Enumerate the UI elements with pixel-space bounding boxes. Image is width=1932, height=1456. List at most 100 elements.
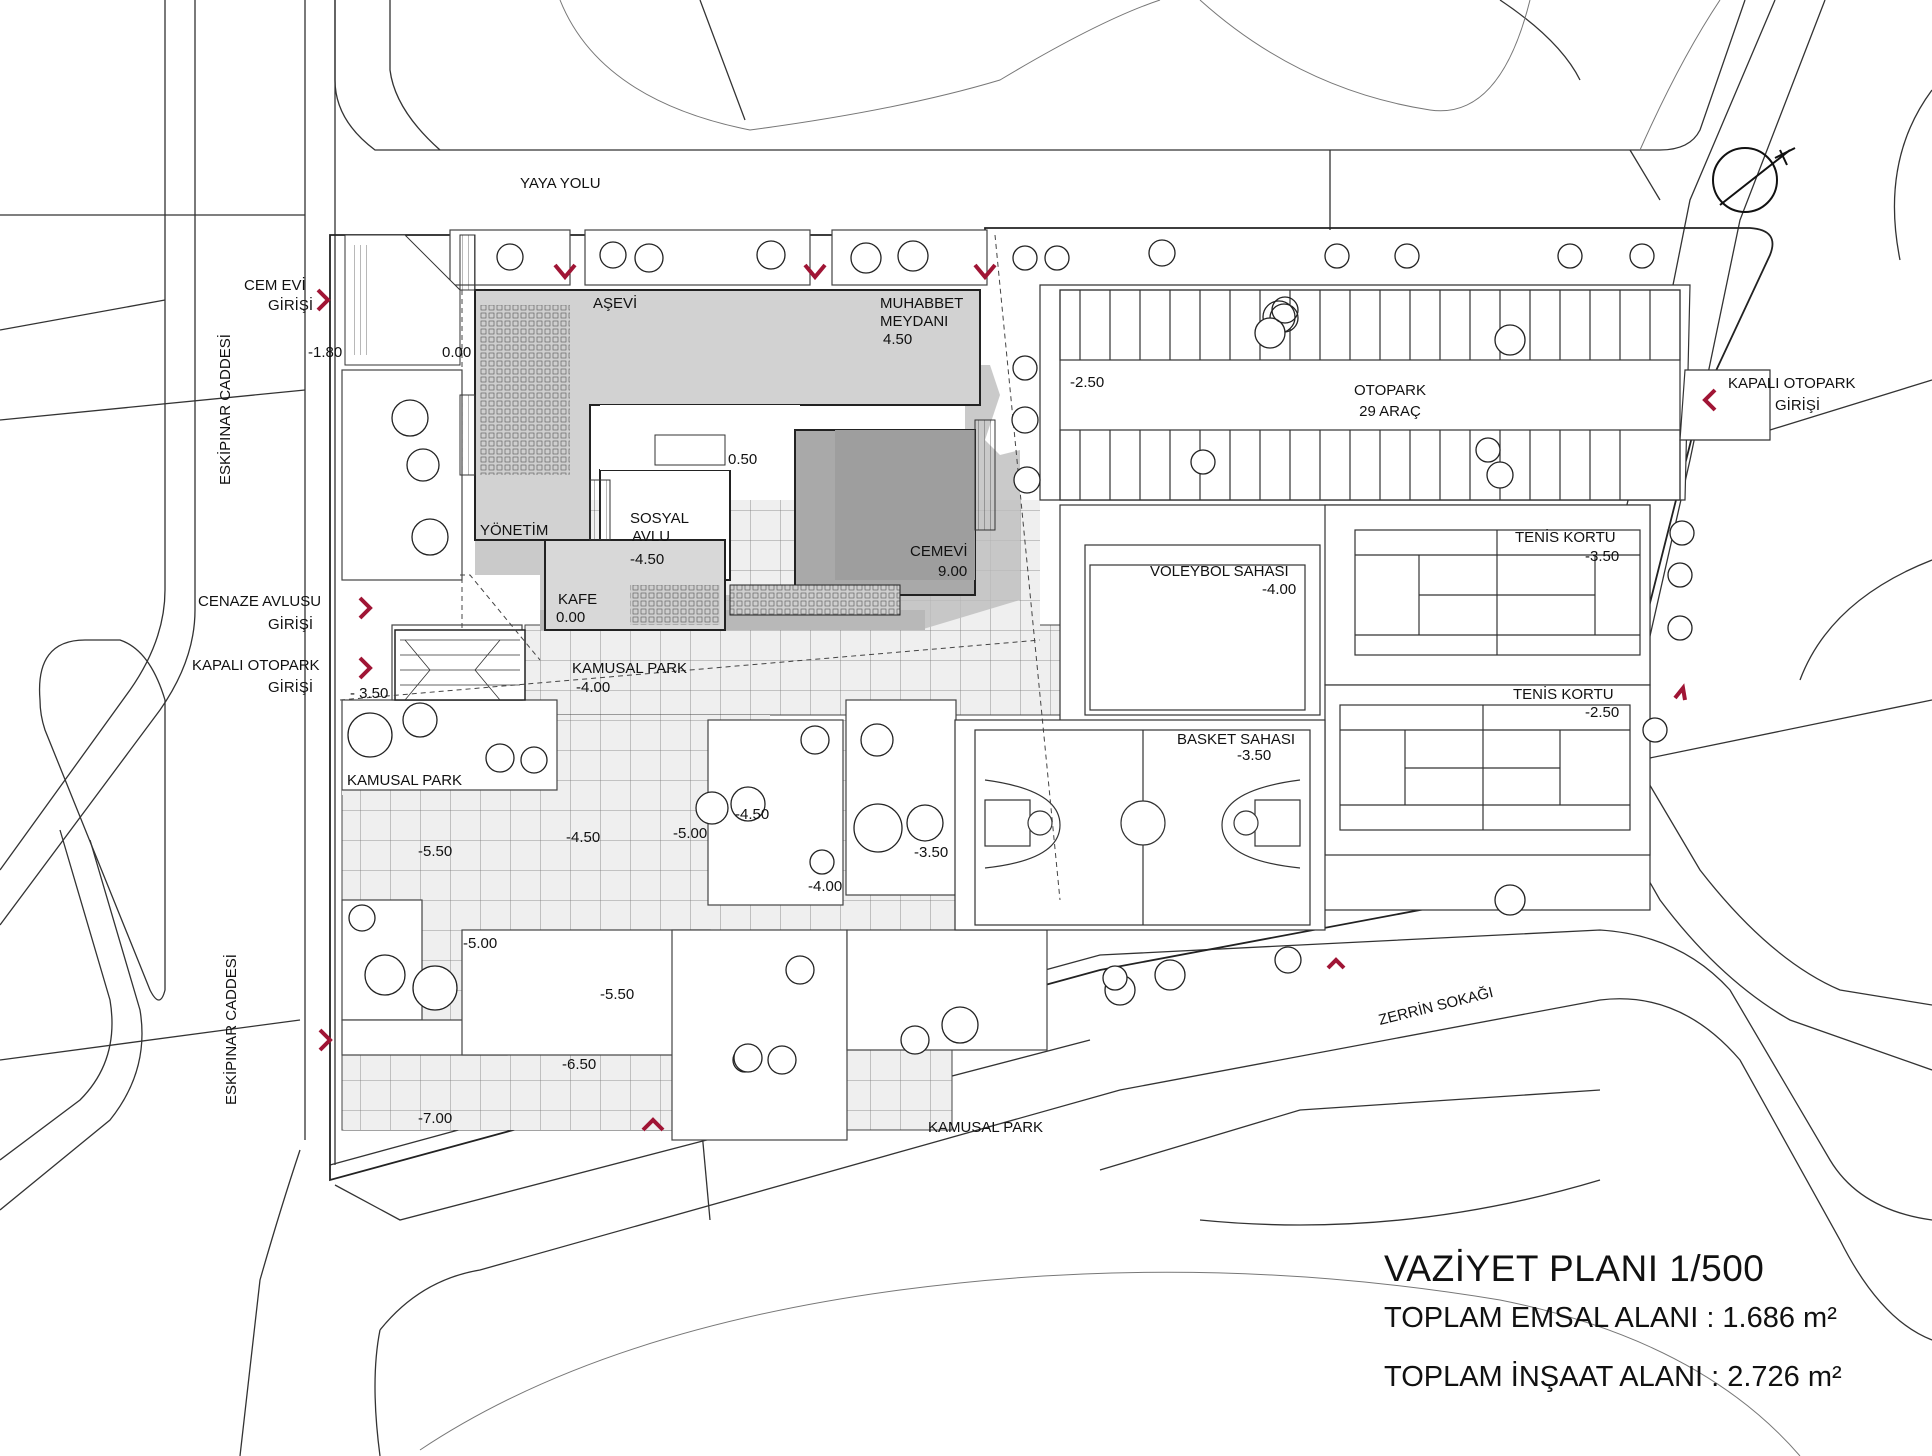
- tree-icon: [634, 243, 664, 273]
- level-m550a: -5.50: [418, 843, 452, 860]
- tree-icon: [1324, 243, 1350, 269]
- label-kafe: KAFE: [558, 591, 597, 608]
- tree-icon: [1642, 717, 1668, 743]
- insaat-area-row: TOPLAM İNŞAAT ALANI :2.726 m²: [1384, 1363, 1924, 1392]
- tree-icon: [733, 1043, 763, 1073]
- entrance-chevron-icon: [641, 1117, 665, 1132]
- level-m550b: -5.50: [600, 986, 634, 1003]
- tree-icon: [900, 1025, 930, 1055]
- label-tenis-1-level: -3.50: [1585, 548, 1619, 565]
- entrance-chevron-icon: [1673, 683, 1687, 701]
- tree-icon: [1102, 965, 1128, 991]
- tree-icon: [767, 1045, 797, 1075]
- entrance-chevron-icon: [973, 263, 997, 281]
- tree-icon: [785, 955, 815, 985]
- tree-icon: [695, 791, 729, 825]
- tree-icon: [1667, 615, 1693, 641]
- tree-icon: [391, 399, 429, 437]
- label-cemevi-entrance-1: CEM EVİ: [244, 276, 306, 294]
- emsal-area-label: TOPLAM EMSAL ALANI :: [1384, 1302, 1715, 1334]
- tree-icon: [1254, 317, 1286, 349]
- label-sosyal-2: AVLU: [632, 528, 670, 545]
- tree-icon: [485, 743, 515, 773]
- level-m400: -4.00: [808, 878, 842, 895]
- label-muhabbet-2: MEYDANI: [880, 313, 948, 330]
- entrance-chevron-icon: [358, 656, 373, 680]
- label-eskipinar-top: ESKİPINAR CADDESİ: [216, 334, 234, 485]
- label-kapali-otopark-left-2: GİRİŞİ: [268, 678, 313, 696]
- label-kapali-otopark-right-1: KAPALI OTOPARK: [1728, 375, 1856, 392]
- tree-icon: [1669, 520, 1695, 546]
- label-asevi: AŞEVİ: [593, 294, 637, 312]
- label-kamusal-park-left: KAMUSAL PARK: [347, 772, 462, 789]
- label-yonetim: YÖNETİM: [480, 521, 548, 539]
- tree-icon: [1148, 239, 1176, 267]
- level-m500b: -5.00: [463, 935, 497, 952]
- tree-icon: [1271, 296, 1299, 324]
- tree-icon: [1011, 406, 1039, 434]
- tree-icon: [364, 954, 406, 996]
- label-voleybol-level: -4.00: [1262, 581, 1296, 598]
- tree-icon: [1494, 324, 1526, 356]
- parking-area: [1039, 284, 1771, 501]
- tree-icon: [1557, 243, 1583, 269]
- level-m180: -1.80: [308, 344, 342, 361]
- label-kamusal-park-mid-level: -4.00: [576, 679, 610, 696]
- tree-icon: [897, 240, 929, 272]
- label-cemevi-entrance-2: GİRİŞİ: [268, 296, 313, 314]
- tree-icon: [1629, 243, 1655, 269]
- tree-icon: [850, 242, 882, 274]
- tree-icon: [599, 241, 627, 269]
- tree-icon: [800, 725, 830, 755]
- level-m450b: -4.50: [735, 806, 769, 823]
- entrance-chevron-icon: [316, 288, 331, 312]
- tree-icon: [1044, 245, 1070, 271]
- label-kamusal-park-bottom: KAMUSAL PARK: [928, 1119, 1043, 1136]
- label-cenaze-entrance-1: CENAZE AVLUSU: [198, 593, 321, 610]
- level-m350b: -3.50: [914, 844, 948, 861]
- label-cemevi-level: 9.00: [938, 563, 967, 580]
- entrance-chevron-icon: [803, 263, 827, 281]
- label-tenis-1: TENİS KORTU: [1515, 528, 1616, 546]
- label-otopark: OTOPARK: [1354, 382, 1426, 399]
- label-tenis-2: TENİS KORTU: [1513, 685, 1614, 703]
- sports-area: [954, 504, 1651, 931]
- tree-icon: [496, 243, 524, 271]
- tree-icon: [1012, 355, 1038, 381]
- tree-icon: [348, 904, 376, 932]
- label-tenis-2-level: -2.50: [1585, 704, 1619, 721]
- tree-icon: [906, 804, 944, 842]
- tree-icon: [941, 1006, 979, 1044]
- label-basket: BASKET SAHASI: [1177, 731, 1295, 748]
- tree-icon: [347, 712, 393, 758]
- dashed-lines: [339, 234, 1061, 901]
- entrance-chevron-icon: [318, 1028, 333, 1052]
- topography-lines: [419, 0, 1801, 1456]
- tree-icon: [860, 723, 894, 757]
- level-m450a: -4.50: [566, 829, 600, 846]
- label-voleybol: VOLEYBOL SAHASI: [1150, 563, 1289, 580]
- entrance-markers: [316, 263, 1717, 1132]
- label-cemevi: CEMEVİ: [910, 542, 968, 560]
- tree-icon: [853, 803, 903, 853]
- tree-icon: [730, 786, 766, 822]
- entrance-chevron-icon: [553, 263, 577, 281]
- label-kapali-otopark-right-2: GİRİŞİ: [1775, 396, 1820, 414]
- tree-icon: [1475, 437, 1501, 463]
- tree-icon: [411, 518, 449, 556]
- entrance-chevron-icon: [1702, 388, 1717, 412]
- level-m500a: -5.00: [673, 825, 707, 842]
- label-otopark-capacity: 29 ARAÇ: [1359, 403, 1421, 420]
- level-m350: - 3.50: [350, 685, 388, 702]
- level-m250: -2.50: [1070, 374, 1104, 391]
- label-zerrin-sokagi: ZERRİN SOKAĞI: [1377, 983, 1495, 1029]
- tree-icon: [412, 965, 458, 1011]
- label-cenaze-entrance-2: GİRİŞİ: [268, 615, 313, 633]
- label-muhabbet-1: MUHABBET: [880, 295, 963, 312]
- label-sosyal-level: -4.50: [630, 551, 664, 568]
- tree-icon: [756, 240, 786, 270]
- tree-icon: [809, 849, 835, 875]
- title-block: VAZİYET PLANI 1/500 TOPLAM EMSAL ALANI :…: [1384, 1248, 1924, 1392]
